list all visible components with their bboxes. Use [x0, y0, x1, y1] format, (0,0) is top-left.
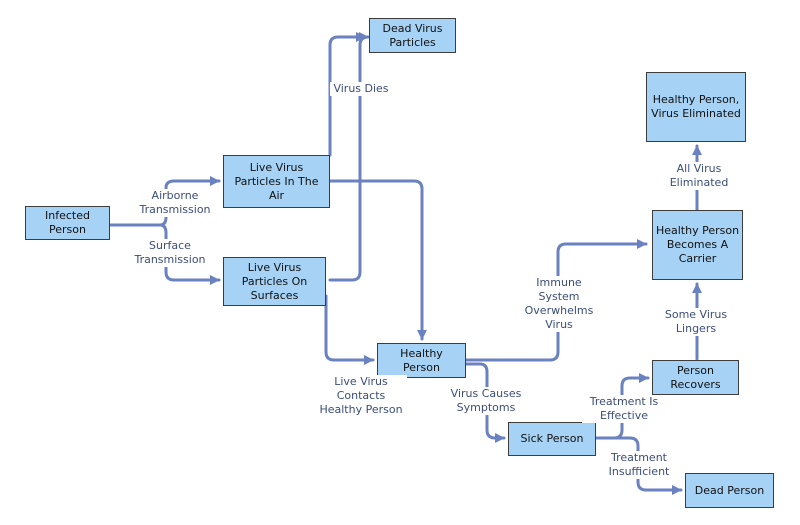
edge-surfaces-to-dead [328, 32, 370, 282]
edge-label-airborne: Airborne Transmission [130, 189, 220, 217]
node-dead-person: Dead Person [685, 473, 774, 508]
node-healthy-person: Healthy Person [377, 343, 466, 378]
edge-label-symptoms: Virus Causes Symptoms [446, 387, 526, 415]
node-label: Healthy Person Becomes A Carrier [655, 224, 740, 265]
edge-label-surface: Surface Transmission [130, 239, 210, 267]
node-label: Live Virus Particles On Surfaces [241, 260, 308, 302]
edge-label-effective: Treatment Is Effective [582, 395, 666, 423]
edge-label-virus-dies: Virus Dies [330, 82, 392, 96]
node-sick-person: Sick Person [508, 422, 596, 456]
node-live-virus-surfaces: Live Virus Particles On Surfaces [223, 257, 326, 306]
node-person-recovers: Person Recovers [652, 360, 739, 395]
node-label: Infected Person [45, 209, 90, 236]
node-infected-person: Infected Person [25, 206, 110, 240]
edge-air-to-healthy [328, 179, 427, 341]
node-label: Healthy Person, Virus Eliminated [651, 93, 741, 120]
node-label: Healthy Person [400, 346, 443, 374]
edge-air-to-dead [328, 32, 367, 157]
edge-label-contacts: Live Virus Contacts Healthy Person [315, 375, 407, 417]
edge-surfaces-to-healthy [324, 294, 375, 365]
edge-label-lingers: Some Virus Lingers [660, 308, 732, 336]
edge-label-immune: Immune System Overwhelms Virus [522, 276, 596, 332]
node-label: Live Virus Particles In The Air [234, 160, 319, 202]
node-label: Person Recovers [670, 363, 721, 391]
node-label: Dead Person [694, 483, 765, 497]
node-virus-eliminated: Healthy Person, Virus Eliminated [646, 72, 746, 142]
node-label: Sick Person [520, 432, 584, 445]
edge-label-insufficient: Treatment Insufficient [602, 451, 676, 479]
node-live-virus-air: Live Virus Particles In The Air [223, 155, 330, 208]
node-dead-virus-particles: Dead Virus Particles [369, 18, 456, 53]
node-label: Dead Virus Particles [382, 21, 443, 49]
node-healthy-carrier: Healthy Person Becomes A Carrier [652, 210, 743, 280]
edge-label-all-eliminated: All Virus Eliminated [666, 162, 732, 190]
